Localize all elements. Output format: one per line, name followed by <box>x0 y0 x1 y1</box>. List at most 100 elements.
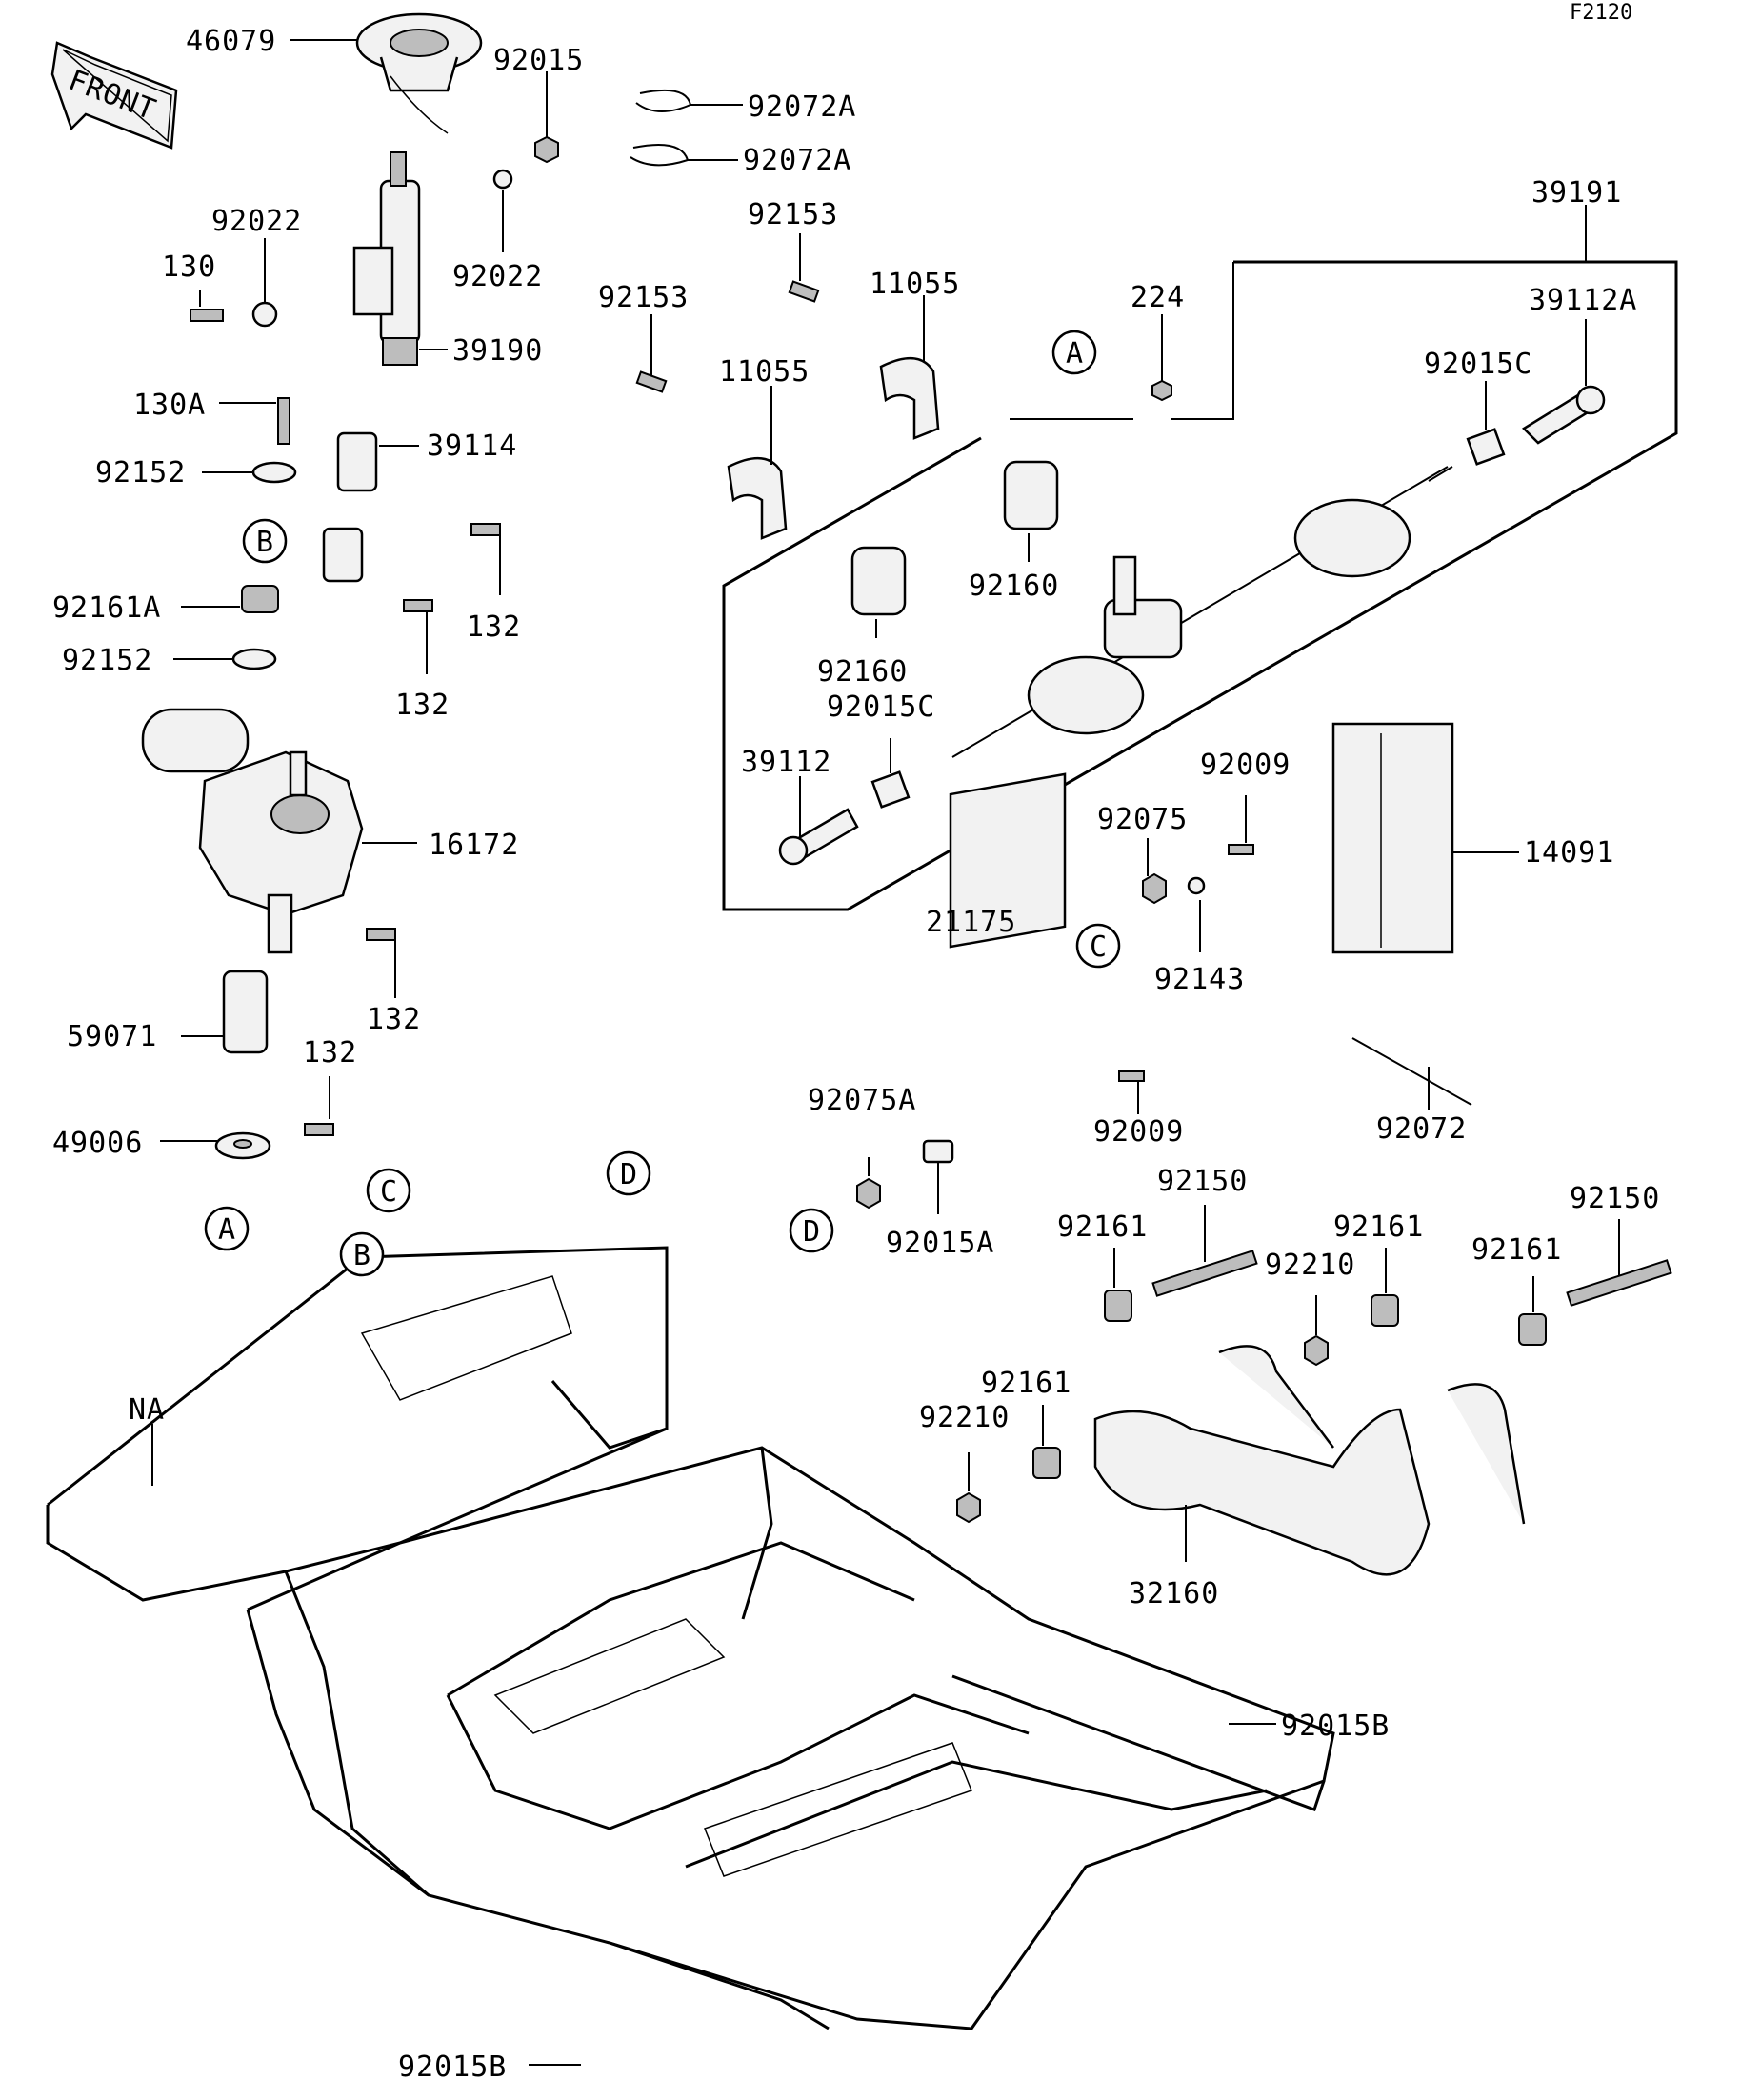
label-92009-bot: 92009 <box>1093 1115 1184 1149</box>
svg-text:B: B <box>353 1239 371 1272</box>
steering-column-group <box>141 12 559 1160</box>
sleeve-92015C-right <box>1466 428 1506 466</box>
bush-92160-left <box>850 546 907 616</box>
part-labels: 46079 92015 92072A 92072A 92022 92022 13… <box>52 25 1660 2084</box>
bolt-132-b <box>403 599 433 612</box>
universal-joint-39114 <box>336 431 378 492</box>
electrical-group <box>856 722 1472 1210</box>
label-11055-left: 11055 <box>719 355 810 389</box>
label-92075: 92075 <box>1097 803 1188 836</box>
bolt-92153-top <box>788 280 820 303</box>
label-92161-d: 92161 <box>981 1367 1071 1400</box>
collar-92015A <box>922 1139 954 1164</box>
cable-tie-92072 <box>1351 1037 1472 1106</box>
callout-C-frame <box>366 1168 411 1213</box>
label-92015C-right: 92015C <box>1424 348 1532 381</box>
label-92072A-1: 92072A <box>748 90 856 124</box>
figure-code: F2120 <box>1570 1 1632 25</box>
label-130A: 130A <box>133 389 206 422</box>
bolt-92150-right <box>1566 1259 1672 1307</box>
clamp-11055-left <box>727 456 788 540</box>
svg-text:D: D <box>803 1215 821 1249</box>
label-132-c: 132 <box>367 1003 421 1036</box>
label-92153-left: 92153 <box>598 281 689 314</box>
label-224: 224 <box>1131 281 1185 314</box>
label-92072A-2: 92072A <box>743 144 851 177</box>
leader-lines <box>151 39 1620 2066</box>
label-92015A: 92015A <box>886 1227 994 1260</box>
label-21175: 21175 <box>926 906 1016 939</box>
callout-D-top <box>789 1208 834 1253</box>
grommet-92161A <box>241 585 279 613</box>
label-NA: NA <box>129 1393 165 1427</box>
front-arrow: FRONT <box>50 41 178 150</box>
label-92161-c: 92161 <box>1471 1233 1562 1267</box>
label-92150-right: 92150 <box>1570 1182 1660 1215</box>
nut-92210-b <box>956 1491 981 1524</box>
label-39191: 39191 <box>1531 176 1622 210</box>
bolt-132-c <box>366 928 396 941</box>
bolt-92009-bot <box>1118 1070 1145 1082</box>
callout-B-top <box>242 518 288 564</box>
bolt-92009-top <box>1228 844 1254 855</box>
callout-A-top <box>1051 330 1097 375</box>
label-92153-top: 92153 <box>748 198 838 231</box>
seat-bracket-32160 <box>1093 1408 1431 1576</box>
label-92143: 92143 <box>1154 963 1245 996</box>
steering-rack-39191 <box>951 466 1453 758</box>
nut-92015 <box>534 135 559 164</box>
nut-224 <box>1151 379 1172 402</box>
label-132-a: 132 <box>467 610 521 644</box>
svg-text:A: A <box>218 1213 236 1247</box>
label-16172: 16172 <box>429 829 519 862</box>
washer-92152-bottom <box>231 648 277 670</box>
svg-text:C: C <box>380 1175 398 1209</box>
label-92022-right: 92022 <box>452 260 543 293</box>
callout-D-frame <box>606 1150 651 1196</box>
label-39112: 39112 <box>741 746 831 779</box>
svg-text:B: B <box>256 526 274 559</box>
label-92152-top: 92152 <box>95 456 186 490</box>
label-59071: 59071 <box>67 1020 157 1053</box>
label-92150-left: 92150 <box>1157 1165 1248 1198</box>
label-92160-right: 92160 <box>969 570 1059 603</box>
label-92161-b: 92161 <box>1333 1210 1424 1244</box>
callout-circles: A A B B C C D D <box>204 330 1121 1277</box>
bolt-130A <box>277 397 290 445</box>
label-92022-left: 92022 <box>211 205 302 238</box>
washer-92152-top <box>251 461 297 484</box>
bolt-92153-left <box>635 370 668 393</box>
label-92015B-bottom: 92015B <box>398 2050 507 2084</box>
bush-92161-a <box>1104 1290 1132 1322</box>
label-14091: 14091 <box>1524 836 1614 870</box>
vehicle-frame <box>46 1246 1335 2030</box>
sleeve-92015C-left <box>870 770 911 809</box>
bolt-130 <box>190 309 224 322</box>
label-132-b: 132 <box>395 689 450 722</box>
relay-box-14091 <box>1331 722 1454 954</box>
label-130: 130 <box>162 250 216 284</box>
label-92210-a: 92210 <box>1265 1249 1355 1282</box>
label-92015C-left: 92015C <box>827 690 935 724</box>
bolt-132-d <box>304 1123 334 1136</box>
ecu-21175 <box>949 772 1067 949</box>
nut-92075 <box>1142 872 1167 905</box>
label-39114: 39114 <box>427 430 517 463</box>
steering-rack-group <box>630 89 1678 911</box>
label-92152-bottom: 92152 <box>62 644 152 677</box>
svg-text:C: C <box>1090 930 1108 964</box>
label-92009-top: 92009 <box>1200 749 1291 782</box>
label-46079: 46079 <box>186 25 276 58</box>
eps-unit-16172 <box>141 708 364 954</box>
callout-B-frame <box>339 1231 385 1277</box>
seat-bracket-group <box>956 1250 1672 1576</box>
callout-A-bottom <box>204 1206 250 1251</box>
bush-92160-right <box>1003 460 1059 530</box>
label-92072: 92072 <box>1376 1112 1467 1146</box>
bolt-132-a <box>470 523 501 536</box>
label-92161-a: 92161 <box>1057 1210 1148 1244</box>
label-39112A: 39112A <box>1529 284 1637 317</box>
label-49006: 49006 <box>52 1127 143 1160</box>
svg-text:A: A <box>1066 337 1084 370</box>
